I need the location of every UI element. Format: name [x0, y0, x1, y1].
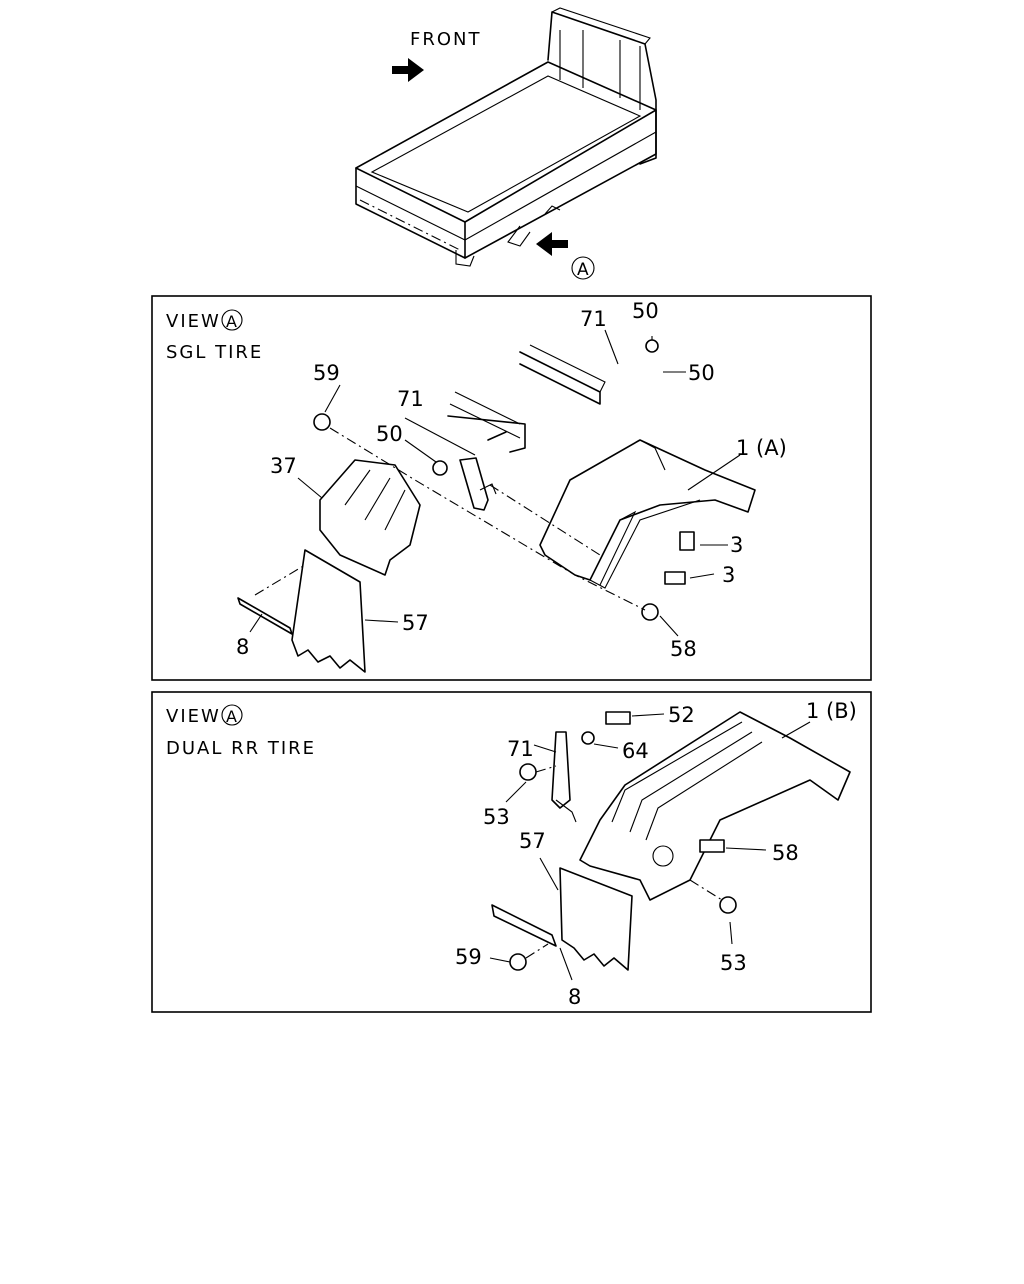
truck-bed-illustration: FRONT A	[355, 7, 657, 280]
bolt-3-icon	[664, 571, 686, 585]
callout-8: 8	[568, 985, 581, 1009]
nut-58-icon	[641, 603, 659, 621]
view-marker-circle	[571, 256, 595, 280]
callout-1b: 1 (B)	[806, 699, 857, 723]
panel2-view-marker-circle	[221, 704, 243, 726]
callout-71-upper: 71	[580, 307, 607, 331]
callout-50-mid: 50	[376, 422, 403, 446]
callout-50-right: 50	[688, 361, 715, 385]
callout-57: 57	[402, 611, 429, 635]
callout-64: 64	[622, 739, 649, 763]
callout-3-lower: 3	[722, 563, 735, 587]
bolt-3-upper-icon	[679, 531, 695, 551]
callout-8: 8	[236, 635, 249, 659]
bolt-58-icon	[699, 839, 725, 853]
callout-71-mid: 71	[397, 387, 424, 411]
callout-71: 71	[507, 737, 534, 761]
panel1-title: SGL TIRE	[166, 342, 263, 363]
panel2-view-label: VIEW	[166, 706, 221, 727]
callout-58: 58	[670, 637, 697, 661]
nut-59-icon	[313, 413, 331, 431]
callout-58: 58	[772, 841, 799, 865]
front-label: FRONT	[410, 29, 482, 50]
bolt-52-icon	[605, 711, 631, 725]
panel1-view-marker-circle	[221, 309, 243, 331]
callout-53-upper: 53	[483, 805, 510, 829]
callout-59: 59	[455, 945, 482, 969]
panel2-view-marker-letter: A	[226, 707, 237, 726]
callout-52: 52	[668, 703, 695, 727]
panel1-view-label: VIEW	[166, 311, 221, 332]
nut-50-top-icon	[645, 339, 659, 353]
callout-53-lower: 53	[720, 951, 747, 975]
callout-50-upper: 50	[632, 299, 659, 323]
callout-57: 57	[519, 829, 546, 853]
view-direction-arrow-icon	[536, 232, 568, 256]
callout-59: 59	[313, 361, 340, 385]
nut-59-icon	[509, 953, 527, 971]
panel-dual-tire-frame	[151, 691, 872, 1013]
nut-53-lower-icon	[719, 896, 737, 914]
callout-3-upper: 3	[730, 533, 743, 557]
panel1-view-marker-letter: A	[226, 312, 237, 331]
panel-single-tire-frame	[151, 295, 872, 681]
panel-dual-tire: VIEW A DUAL RR TIRE	[151, 691, 872, 1013]
washer-64-icon	[581, 731, 595, 745]
panel2-title: DUAL RR TIRE	[166, 738, 316, 759]
nut-53-upper-icon	[519, 763, 537, 781]
callout-1a: 1 (A)	[736, 436, 787, 460]
nut-50-icon	[432, 460, 448, 476]
panel-single-tire: VIEW A SGL TIRE	[151, 295, 872, 681]
view-marker-letter: A	[577, 260, 589, 280]
callout-37: 37	[270, 454, 297, 478]
front-arrow-icon	[392, 58, 424, 82]
